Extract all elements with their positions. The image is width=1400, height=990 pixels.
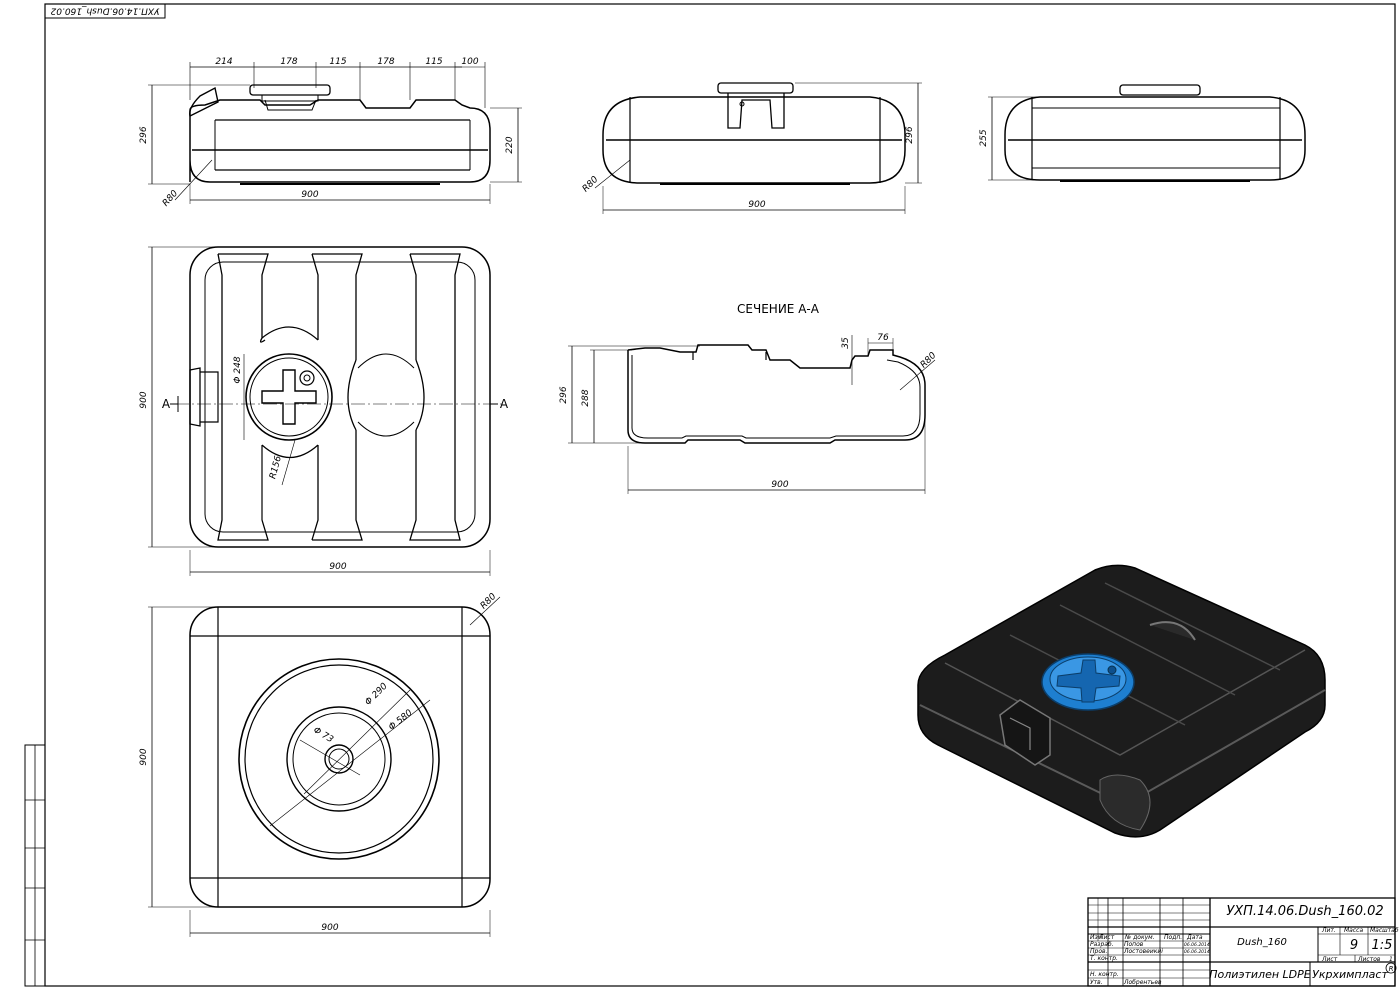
section-view: СЕЧЕНИЕ А-А 296 288 900 35 76 R80	[559, 302, 939, 494]
tb-scale-label: Масштаб	[1370, 927, 1399, 934]
tb-col-4: Дата	[1186, 934, 1203, 941]
dim-front-top-3: 178	[377, 57, 394, 67]
tb-name-5: Лобрентьев	[1123, 979, 1162, 986]
dim-section-step: 35	[841, 337, 851, 349]
dim-front-top-0: 214	[215, 57, 232, 67]
dim-bottom-radius: R80	[479, 592, 499, 612]
tb-sheets-value: 1	[1389, 956, 1393, 963]
dim-front-radius: R80	[161, 189, 180, 209]
back-view: 255	[979, 84, 1306, 182]
tb-material: Полиэтилен LDPE	[1209, 968, 1310, 981]
tb-role-0: Разраб.	[1090, 941, 1114, 948]
dim-side-height: 296	[905, 126, 915, 143]
dim-front-width: 900	[301, 190, 318, 200]
dim-back-height: 255	[979, 129, 989, 146]
dim-bottom-d2: Φ 580	[387, 708, 415, 733]
dim-side-radius: R80	[581, 175, 601, 195]
bottom-view: Φ 290 Φ 580 Φ 73 R80 900 900	[139, 592, 501, 937]
tb-role-1: Пров.	[1090, 948, 1108, 955]
tb-role-4: Н. контр.	[1090, 971, 1119, 978]
tb-date-1: 06.06.2014	[1184, 949, 1210, 955]
dim-section-h1: 296	[559, 386, 569, 403]
tb-name-1: Лостовеикиі	[1123, 948, 1163, 955]
section-mark-left: А	[162, 397, 171, 411]
tb-name: Dush_160	[1237, 937, 1287, 948]
front-view: 214 178 115 178 115 100 296 220 900 R80	[139, 57, 522, 209]
dim-side-width: 900	[748, 200, 765, 210]
dim-bottom-depth: 900	[139, 748, 149, 765]
tb-code: УХП.14.06.Dush_160.02	[1226, 904, 1383, 919]
title-block: УХП.14.06.Dush_160.02 Dush_160 Изм Лист …	[1087, 897, 1399, 987]
rotated-stamp-code: УХП.14.06.Dush_160.02	[50, 6, 159, 16]
dim-section-top: 76	[877, 333, 889, 343]
section-mark-right: А	[500, 397, 509, 411]
tb-name-0: Попов	[1124, 941, 1144, 948]
sheet-border	[44, 3, 1396, 987]
tb-col-2: № докум.	[1124, 934, 1155, 941]
dim-plan-width: 900	[329, 562, 346, 572]
tb-reg-mark: R	[1389, 965, 1394, 973]
tb-sheet-label: Лист	[1321, 956, 1338, 963]
dim-front-top-2: 115	[329, 57, 346, 67]
tb-company: Укрхимпласт	[1312, 968, 1388, 981]
tb-mass: 9	[1350, 938, 1358, 953]
dim-front-top-1: 178	[280, 57, 297, 67]
tb-scale: 1:5	[1372, 938, 1393, 953]
dim-plan-radius: R156	[268, 455, 284, 480]
dim-front-top-5: 100	[461, 57, 478, 67]
dim-front-top-4: 115	[425, 57, 442, 67]
tb-col-0: Изм	[1090, 934, 1103, 941]
dim-front-height: 296	[139, 126, 149, 143]
dim-plan-depth: 900	[139, 391, 149, 408]
dim-bottom-d3: Φ 73	[311, 725, 335, 745]
section-title: СЕЧЕНИЕ А-А	[737, 302, 820, 316]
dim-plan-cap: Φ 248	[233, 356, 243, 383]
handle	[999, 699, 1051, 766]
tb-col-3: Подп.	[1164, 934, 1182, 941]
plan-view: А А 900 900 Φ 248 R156	[139, 246, 509, 576]
dim-front-inner: 220	[505, 136, 515, 153]
isometric-view	[917, 564, 1326, 838]
side-view: 296 900 R80	[581, 82, 922, 214]
tb-role-2: Т. контр.	[1090, 955, 1118, 962]
tb-sheets-label: Листов	[1357, 956, 1381, 963]
dim-section-h2: 288	[581, 389, 591, 406]
dim-section-radius: R80	[919, 351, 939, 371]
tb-lit-label: Лит.	[1321, 927, 1336, 934]
registered-icon	[1385, 962, 1397, 974]
tb-role-5: Утв.	[1090, 979, 1103, 986]
tb-col-1: Лист	[1098, 934, 1115, 941]
dim-section-w: 900	[771, 480, 788, 490]
tb-date-0: 06.06.2014	[1184, 942, 1210, 948]
dim-bottom-d1: Φ 290	[363, 681, 389, 707]
dim-bottom-width: 900	[321, 923, 338, 933]
tb-mass-label: Масса	[1344, 927, 1363, 934]
